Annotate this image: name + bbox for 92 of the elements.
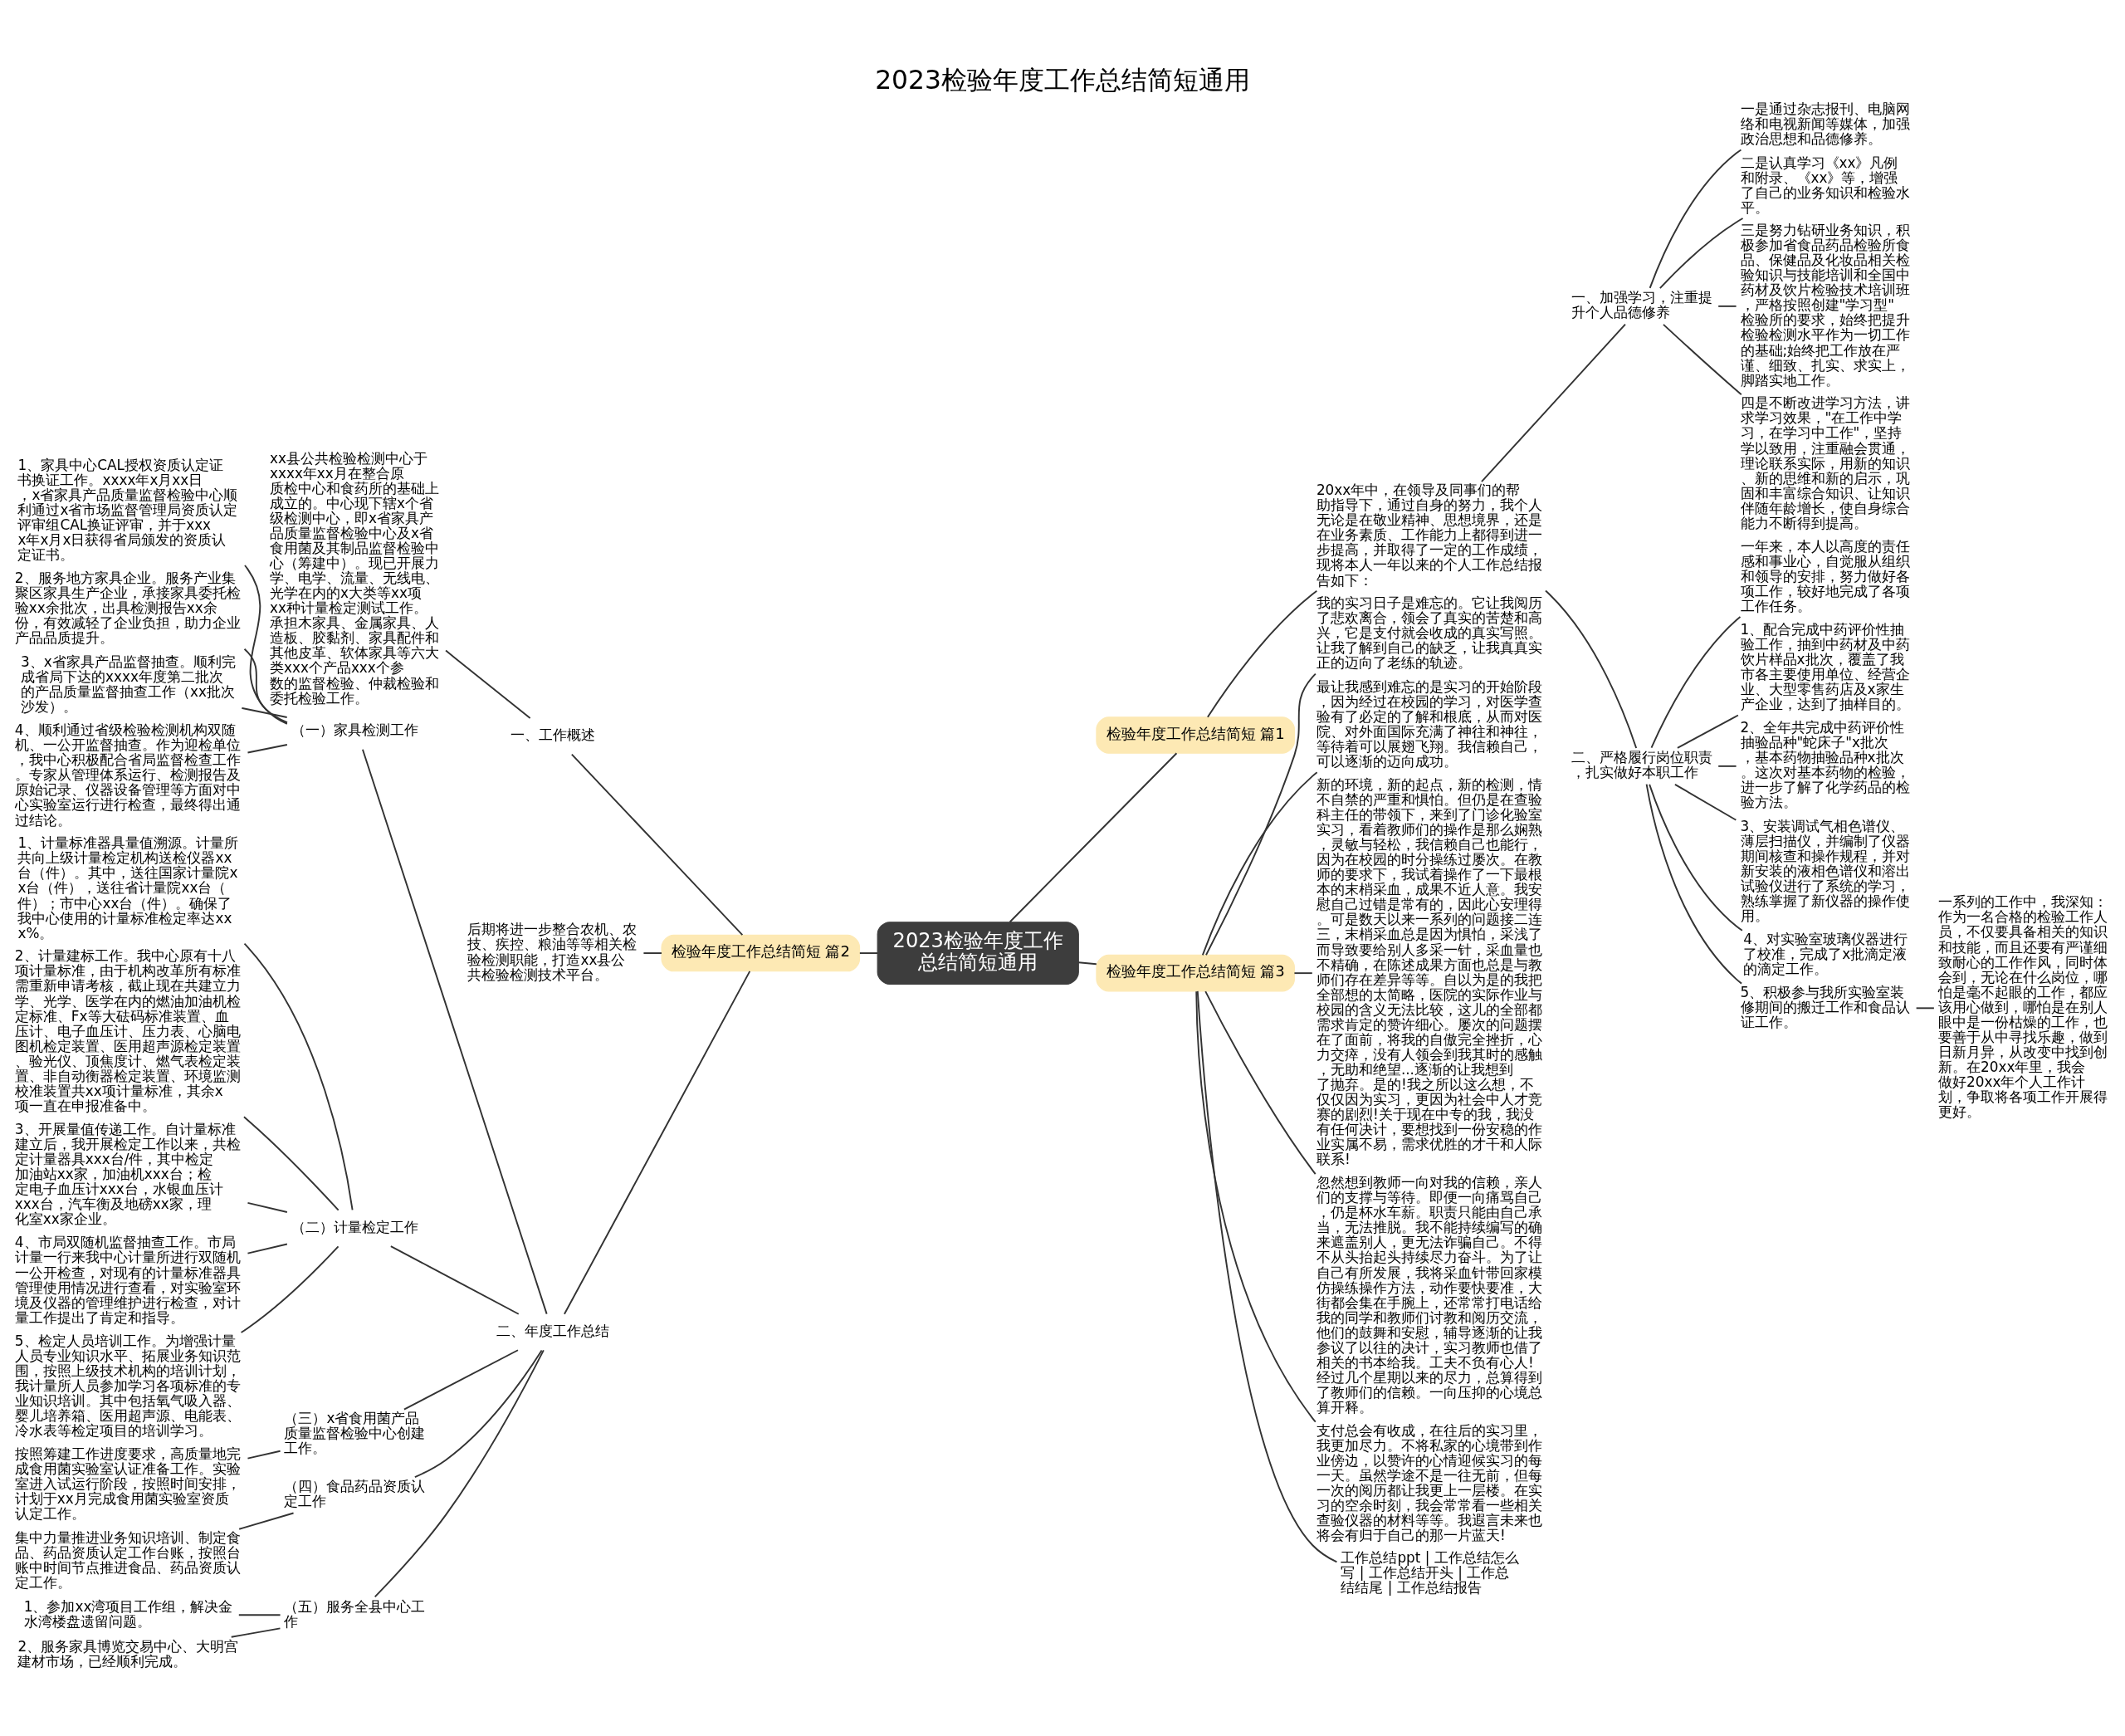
connector	[1204, 990, 1317, 1175]
node-text: 一系列的工作中，我深知：作为一名合格的检验工作人员，不仅要具备相关的知识和技能，而且还要有严谨细致耐心的工作作风，同时体会到，无论在什么岗位，哪怕是毫不起眼的工作，都应该用心做到，哪怕是在别人眼中是一份枯燥的工作，也要善于从中寻找乐趣，做到日新月异，从改变中找到创新。在20xx年里，我会做好20xx年个人工作计划，争取将各项工作开展得更好。	[1937, 892, 2108, 1120]
node-text: 四是不断改进学习方法，讲求学习效果，"在工作中学习，在学习中工作"，坚持学以致用，注重融会贯通，理论联系实际，用新的知识、新的思维和新的启示，巩固和丰富综合知识、让知识伴随年龄增长，使自身综合能力不断得到提高。	[1740, 394, 1910, 531]
connector	[1663, 323, 1742, 395]
node-text: 后期将进一步整合农机、农技、疾控、粮油等等相关检验检测职能，打造xx县公共检验检测技术平台。	[467, 920, 638, 983]
node-text: 3、x省家具产品监督抽查。顺利完成省局下达的xxxx年度第二批次的产品质量监督抽查工作（xx批次沙发）。	[21, 653, 236, 715]
connector	[445, 649, 531, 719]
node-text: （二）计量检定工作	[291, 1218, 418, 1235]
node-text: 4、顺利通过省级检验检测机构双随机、一公开监督抽查。作为迎检单位，我中心积极配合省局监督检查工作。专家从管理体系运行、检测报告及原始记录、仪器设备管理等方面对中心实验室运行进行检查，最终得出通过结论。	[14, 721, 241, 829]
node-box: 检验年度工作总结简短 篇3	[1096, 954, 1295, 991]
node-text: 二是认真学习《xx》凡例和附录、《xx》等，增强了自己的业务知识和检验水平。	[1740, 154, 1910, 216]
node-text: 最让我感到难忘的是实习的开始阶段，因为经过在校园的学习，对医学查验有了必定的了解和根底，从而对医院、对外面国际充满了神往和神往，等待着可以展翅飞翔。我信赖自己，可以逐渐的迈向成功。	[1316, 677, 1542, 770]
node-text: 一、工作概述	[510, 726, 596, 743]
node-text: 3、开展量值传递工作。自计量标准建立后，我开展检定工作以来，共检定计量器具xxx台/件，其中检定加油站xx家，加油机xxx台；检定电子血压计xxx台，水银血压计xxx台，汽车衡及地磅xx家，理化室xx家企业。	[14, 1120, 241, 1227]
node-text: 一、加强学习，注重提升个人品德修养	[1571, 288, 1712, 320]
node-text: 新的环境，新的起点，新的检测，情不自禁的严重和惧怕。但仍是在查验科主任的带领下，来到了门诊化验室实习，看着教师们的操作是那么娴熟，灵敏与轻松，我信赖自己也能行，因为在校园的时分操练过屡次。在教师的要求下，我试着操作了一下最根本的末梢采血，成果不近人意。我安慰自己过错是常有的，因此心安理得。可是数天以来一系列的问题接二连三，末梢采血总是因为惧怕，采浅了而导致要给别人多采一针，采血量也不精确，在陈述成果方面也总是与教师们存在差异等等。自以为是的我把全部想的太简略，医院的实际作业与校园的含义无法比较，这儿的全部都需求肯定的赞许细心。屡次的问题摆在了面前，将我的自傲完全挫折，心力交瘁，没有人领会到我其时的感触，无助和绝望...逐渐的让我想到了抛弃。是的!我之所以这么想，不仅仅因为实习，更因为社会中人才竞赛的剧烈!关于现在中专的我，我没有任何决计，要想找到一份安稳的作业实属不易，需求优胜的才干和人际联系!	[1316, 775, 1542, 1167]
connector	[1676, 714, 1739, 749]
node-text: 忽然想到教师一向对我的信赖，亲人们的支撑与等待。即便一向痛骂自己，仍是杯水车薪。职责只能由自己承当，无法推脱。我不能持续编写的确来遮盖别人，更无法诈骗自己。不得不从头抬起头持续尽力奋斗。为了让自己有所发展，我将采血针带回家模仿操练操作方法，动作要快要准，大街都会集在手腕上，还常常打电话给我的同学和教师们讨教和阅历交流，他们的鼓舞和安慰，辅导逐渐的让我参议了以往的决计，实习教师也借了相关的书本给我。工夫不负有心人!经过几个星期以来的尽力，总算得到了教师们的信赖。一向压抑的心境总算开释。	[1316, 1173, 1542, 1416]
node-text: 3、安装调试气相色谱仪、薄层扫描仪，并编制了仪器期间核查和操作规程，并对新安装的液相色谱仪和溶出试验仪进行了系统的学习，熟练掌握了新仪器的操作使用。	[1740, 817, 1910, 924]
connector	[1206, 589, 1318, 718]
node-text: 4、市局双随机监督抽查工作。市局计量一行来我中心计量所进行双随机一公开检查，对现有的计量标准器具管理使用情况进行查看，对实验室环境及仪器的管理维护进行检查，对计量工作提出了肯定和指导。	[14, 1233, 241, 1326]
node-box: 检验年度工作总结简短 篇2	[661, 934, 861, 971]
node-text: 按照筹建工作进度要求，高质量地完成食用菌实验室认证准备工作。实验室进入试运行阶段，按照时间安排，计划于xx月完成食用菌实验室资质认定工作。	[14, 1445, 241, 1522]
connector	[389, 1245, 520, 1315]
connector	[240, 1245, 340, 1333]
node-text: 5、检定人员培训工作。为增强计量人员专业知识水平、拓展业务知识范围，按照上级技术机构的培训计划，我计量所人员参加学习各项标准的专业知识培训。其中包括氧气吸入器、婴儿培养箱、医用超声源、电能表、冷水表等检定项目的培训学习。	[14, 1332, 241, 1439]
connector	[374, 1348, 545, 1597]
connector	[1649, 783, 1743, 932]
diagram-title: 2023检验年度工作总结简短通用	[875, 64, 1250, 95]
connector	[570, 753, 744, 936]
connector	[858, 951, 879, 954]
connector	[247, 1450, 281, 1460]
connector	[247, 1201, 288, 1213]
node-text: 二、严格履行岗位职责，扎实做好本职工作	[1571, 748, 1712, 780]
connector	[243, 648, 288, 723]
connector	[1196, 990, 1338, 1562]
connector	[1717, 765, 1737, 767]
connector	[1650, 615, 1742, 749]
node-text: 2、服务地方家具企业。服务产业集聚区家具生产企业，承接家具委托检验xx余批次，出具检测报告xx余份，有效减轻了企业负担，助力企业产品品质提升。	[14, 569, 241, 646]
connector	[230, 1626, 281, 1638]
node-text: 2、服务家具博览交易中心、大明宫建材市场，已经顺利完成。	[17, 1637, 239, 1670]
node-text: 2、全年共完成中药评价性抽验品种"蛇床子"x批次，基本药物抽验品种x批次。这次对基本药物的检验，进一步了解了化学药品的检验方法。	[1740, 718, 1910, 810]
node-text: （三）x省食用菌产品质量监督检验中心创建工作。	[284, 1409, 426, 1456]
connector	[1915, 1006, 1935, 1009]
node-text: 我的实习日子是难忘的。它让我阅历了悲欢离合，领会了真实的苦楚和高兴，它是支付就会收成的真实写照。让我了解到自己的缺乏，让我真真实正的迈向了老练的轨迹。	[1316, 594, 1542, 671]
node-text: xx县公共检验检测中心于xxxx年xx月在整合原质检中心和食药所的基础上成立的。中心现下辖x个省级检测中心，即x省家具产品质量监督检验中心及x省食用菌及其制品监督检验中心（筹建中）。现已开展力学、电学、流量、无线电、光学在内的x大类等xx项xx种计量检定测试工作。承担木家具、金属家具、人造板、胶黏剂、家具配件和其他皮革、软体家具等六大类xxx个产品xxx个参数的监督检验、仲裁检验和委托检验工作。	[269, 449, 439, 707]
node-text: 一是通过杂志报刊、电脑网络和电视新闻等媒体，加强政治思想和品德修养。	[1740, 100, 1910, 147]
node-text: 1、计量标准器具量值溯源。计量所共向上级计量检定机构送检仪器xx台（件）。其中，送往国家计量院xx台（件），送往省计量院xx台（件）；市中心xx台（件）。确保了我中心使用的计量标准检定率达xxx%。	[17, 834, 239, 941]
connector	[1293, 971, 1313, 974]
node-box: 检验年度工作总结简短 篇1	[1096, 716, 1295, 754]
connector	[1480, 323, 1626, 482]
node-text: 一年来，本人以高度的责任感和事业心，自觉服从组织和领导的安排，努力做好各项工作，较好地完成了各项工作任务。	[1740, 537, 1910, 614]
connector	[1009, 751, 1178, 922]
connector	[361, 748, 548, 1315]
connector	[238, 1512, 295, 1530]
node-text: 1、参加xx湾项目工作组，解决金水湾楼盘遗留问题。	[23, 1597, 233, 1630]
connector	[1649, 149, 1742, 289]
connector	[1201, 770, 1318, 956]
node-text: 三是努力钻研业务知识，积极参加省食品药品检验所食品、保健品及化妆品相关检验知识与技能培训和全国中药材及饮片检验技术培训班，严格按照创建"学习型"检验所的要求，始终把提升检验检测水平作为一切工作的基础;始终把工作放在严谨、细致、扎实、求实上，脚踏实地工作。	[1740, 221, 1910, 389]
node-text: 20xx年中，在领导及同事们的帮助指导下，通过自身的努力，我个人无论是在敬业精神、思想境界，还是在业务素质、工作能力上都得到进一步提高，并取得了一定的工作成绩，现将本人一年以来的个人工作总结报告如下：	[1316, 481, 1542, 589]
connector	[413, 1348, 543, 1478]
node-box: 2023检验年度工作总结简短通用	[877, 921, 1079, 985]
connector	[563, 970, 751, 1315]
node-text: 工作总结ppt | 工作总结怎么写 | 工作总结开头 | 工作总结结尾 | 工作总结报告	[1341, 1548, 1519, 1596]
connector	[247, 743, 288, 753]
connector	[1673, 783, 1737, 821]
connector	[242, 1115, 340, 1211]
connector	[403, 1348, 519, 1411]
node-text: 支付总会有收成，在往后的实习里，我更加尽力。不将私家的心境带到作业傍边，以赞许的心情迎候实习的每一天。虽然学途不是一往无前，但每一次的阅历都让我更上一层楼。在实习的空余时刻，我会常常看一些相关查验仪器的材料等等。我遐言未来也将会有归于自己的那一片蓝天!	[1316, 1421, 1542, 1543]
connector	[244, 564, 288, 725]
node-text: 1、家具中心CAL授权资质认定证书换证工作。xxxx年x月xx日，x省家具产品质量监督检验中心顺利通过x省市场监督管理局资质认定评审组CAL换证评审，并于xxxx年x月x日获得省局颁发的资质认定证书。	[17, 456, 238, 563]
node-text: （一）家具检测工作	[291, 721, 418, 738]
connector	[243, 942, 354, 1210]
node-text: 2、计量建标工作。我中心原有十八项计量标准，由于机构改革所有标准需重新申请考核，截止现在共建立力学、光学、医学在内的燃油加油机检定标准、Fx等大砝码标准装置、血压计、电子血压计、压力表、心脑电图机检定装置、医用超声源检定装置、验光仪、顶焦度计、燃气表检定装置、非自动衡器检定装置、环境监测校准装置共xx项计量标准，其余x项一直在申报准备中。	[14, 946, 241, 1114]
connector	[247, 1243, 288, 1254]
connector	[1195, 990, 1317, 1423]
connector	[1077, 961, 1097, 965]
connector	[1545, 589, 1638, 749]
connector	[1717, 305, 1737, 307]
connector	[1645, 783, 1743, 985]
node-text: 5、积极参与我所实验室装修期间的搬迁工作和食品认证工作。	[1740, 983, 1910, 1030]
node-text: 二、年度工作总结	[496, 1322, 609, 1339]
node-text: 集中力量推进业务知识培训、制定食品、药品资质认定工作台账，按照台账中时间节点推进食品、药品资质认定工作。	[14, 1528, 241, 1591]
connector	[237, 1613, 281, 1616]
node-text: 1、配合完成中药评价性抽验工作，抽到中药材及中药饮片样品x批次，覆盖了我市各主要使用单位、经营企业、大型零售药店及x家生产企业，达到了抽样目的。	[1740, 620, 1910, 712]
node-text: （四）食品药品资质认定工作	[284, 1477, 426, 1509]
connector	[1205, 672, 1317, 956]
connector	[241, 707, 288, 718]
node-text: （五）服务全县中心工作	[284, 1597, 426, 1630]
connector	[1658, 217, 1744, 289]
node-text: 4、对实验室玻璃仪器进行了校准，完成了x批滴定液的滴定工作。	[1743, 930, 1908, 977]
connector	[642, 951, 662, 954]
